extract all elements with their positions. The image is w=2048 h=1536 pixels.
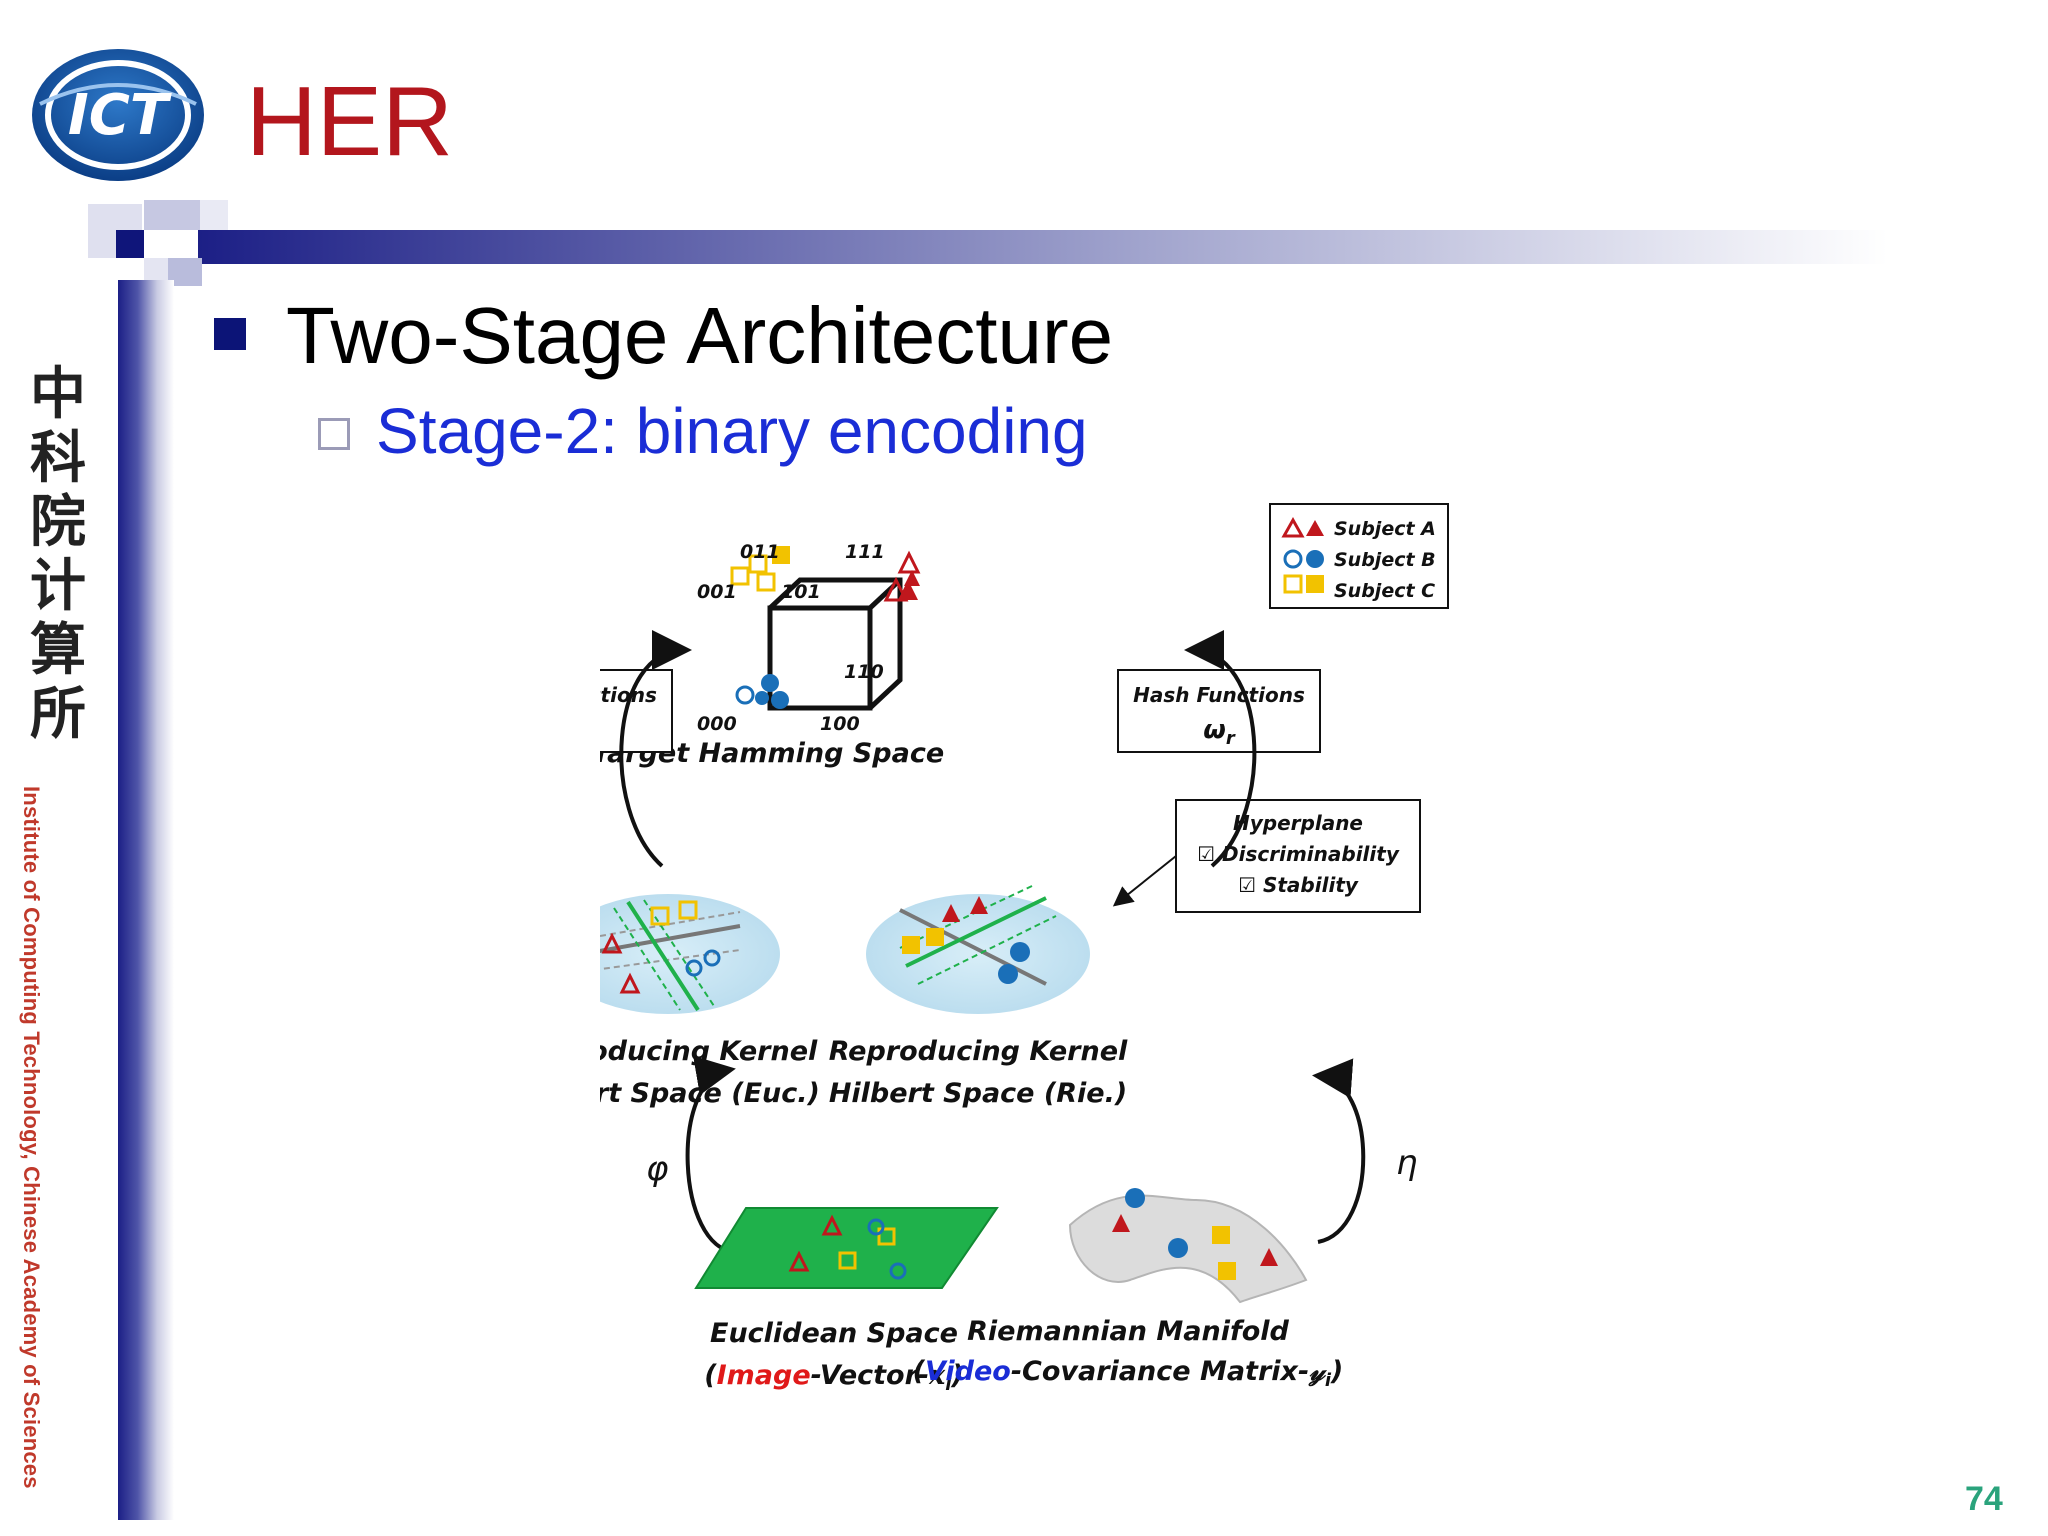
cube-label-111: 111	[845, 541, 885, 563]
cube-points	[730, 546, 921, 709]
cube-label-110: 110	[844, 661, 884, 683]
two-stage-diagram: Subject A Subject B Subject C 011 111 00…	[600, 503, 1449, 1395]
sub-bullet-box	[318, 418, 350, 450]
phi-symbol: φ	[646, 1149, 669, 1189]
euclidean-plane	[694, 1207, 999, 1289]
image-highlight: Image	[717, 1360, 811, 1391]
legend: Subject A Subject B Subject C	[1269, 503, 1449, 609]
arrow-up-left	[619, 630, 692, 868]
slide-title: HER	[246, 66, 453, 176]
svg-text:ωr: ωr	[1203, 715, 1236, 749]
legend-subject-a: Subject A	[1334, 518, 1436, 540]
cube-label-001: 001	[697, 581, 737, 603]
cn-char: 所	[30, 681, 86, 747]
svg-text:(Video-Covariance Matrix-𝓎i): (Video-Covariance Matrix-𝓎i)	[913, 1356, 1344, 1391]
legend-subject-b: Subject B	[1334, 549, 1436, 571]
cn-char: 计	[30, 553, 86, 619]
rkhs-rie-label-line1: Reproducing Kernel	[829, 1036, 1128, 1067]
euclidean-paren-close: )	[950, 1360, 963, 1391]
hash-right-title: Hash Functions	[1133, 683, 1305, 707]
cube-label-011: 011	[740, 541, 780, 563]
euclidean-space-label: Euclidean Space	[710, 1318, 958, 1349]
hyperplane-box: Hyperplane ☑ Discriminability ☑ Stabilit…	[1112, 799, 1421, 913]
euclidean-var: x	[928, 1360, 946, 1391]
sub-bullet-heading: Stage-2: binary encoding	[376, 395, 1088, 467]
arrow-up-right	[1184, 630, 1257, 868]
riemannian-matrix-label: -Covariance Matrix-	[1011, 1356, 1309, 1387]
hash-right-sub: r	[1226, 728, 1236, 749]
cn-char: 院	[30, 489, 86, 555]
cn-char: 中	[30, 361, 86, 427]
rkhs-euc-ellipse	[600, 894, 780, 1014]
hash-right-symbol: ω	[1203, 715, 1226, 745]
cn-char: 科	[30, 425, 86, 491]
cube-label-100: 100	[820, 713, 860, 735]
hash-functions-right: Hash Functions ωr	[1117, 669, 1321, 753]
riemannian-paren-open: (	[913, 1356, 926, 1387]
hyperplane-title: Hyperplane	[1233, 811, 1363, 835]
cube-label-000: 000	[697, 713, 737, 735]
legend-subject-c: Subject C	[1334, 580, 1435, 602]
cn-char: 算	[30, 617, 86, 683]
euclidean-paren-open: (	[704, 1360, 717, 1391]
page-number: 74	[1965, 1480, 2003, 1518]
bullet-square	[214, 318, 246, 350]
euclidean-sub: i	[945, 1374, 952, 1395]
logo-text: ICT	[68, 83, 172, 148]
riemannian-manifold-label: Riemannian Manifold	[967, 1316, 1289, 1347]
riemannian-paren-close: )	[1330, 1356, 1343, 1387]
rkhs-euc-label-line1: Reproducing Kernel	[600, 1036, 818, 1067]
hyperplane-item-stability: ☑ Stability	[1238, 873, 1359, 897]
arrow-eta	[1312, 1058, 1366, 1244]
arrow-phi	[685, 1055, 737, 1254]
ict-logo: ICT	[32, 49, 204, 181]
riemannian-sub: i	[1325, 1370, 1332, 1391]
euclidean-vector-label: -Vector-	[811, 1360, 929, 1391]
cube-label-101: 101	[781, 581, 821, 603]
riemannian-manifold	[1068, 1188, 1308, 1304]
video-highlight: Video	[925, 1356, 1011, 1387]
svg-text:(Image-Vector-xi): (Image-Vector-xi)	[704, 1360, 963, 1395]
bullet-heading: Two-Stage Architecture	[286, 291, 1114, 380]
riemannian-var: 𝓎	[1308, 1356, 1327, 1387]
eta-symbol: η	[1396, 1143, 1418, 1183]
chinese-institute-name: 中 科 院 计 算 所	[28, 362, 88, 746]
institute-name: Institute of Computing Technology, Chine…	[19, 786, 44, 1489]
left-gradient-bar	[118, 280, 174, 1520]
rkhs-rie-label-line2: Hilbert Space (Rie.)	[829, 1078, 1127, 1109]
header-banner	[88, 200, 1888, 286]
rkhs-rie-ellipse	[866, 885, 1090, 1014]
